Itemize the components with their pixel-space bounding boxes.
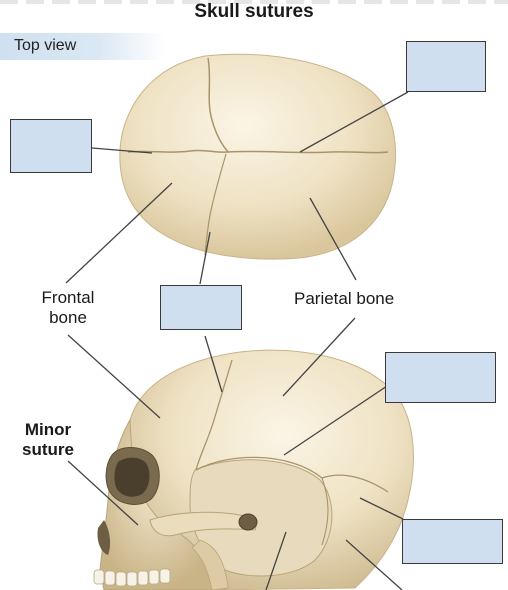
frontal-bone-label-line1: Frontal (41, 288, 95, 307)
minor-suture-label-line2: suture (22, 440, 74, 459)
answer-box-coronal[interactable] (10, 119, 92, 173)
diagram-title: Skull sutures (194, 1, 314, 22)
teeth (93, 568, 171, 587)
minor-suture-label-line1: Minor (24, 420, 72, 439)
answer-box-lambdoid[interactable] (402, 519, 503, 564)
side-view-skull (93, 349, 414, 590)
answer-box-anterior[interactable] (160, 285, 242, 330)
top-view-label: Top view (14, 37, 77, 54)
minor-suture-label: Minor suture (18, 420, 78, 460)
top-border (0, 0, 508, 4)
answer-box-squamous[interactable] (385, 352, 496, 403)
frontal-bone-label-line2: bone (49, 308, 87, 327)
frontal-bone-label: Frontal bone (28, 288, 108, 328)
top-view-skull (119, 53, 397, 260)
leader-lines (65, 91, 409, 590)
parietal-bone-label: Parietal bone (294, 289, 395, 308)
answer-box-sagittal[interactable] (406, 41, 486, 92)
top-view-banner (0, 33, 165, 60)
